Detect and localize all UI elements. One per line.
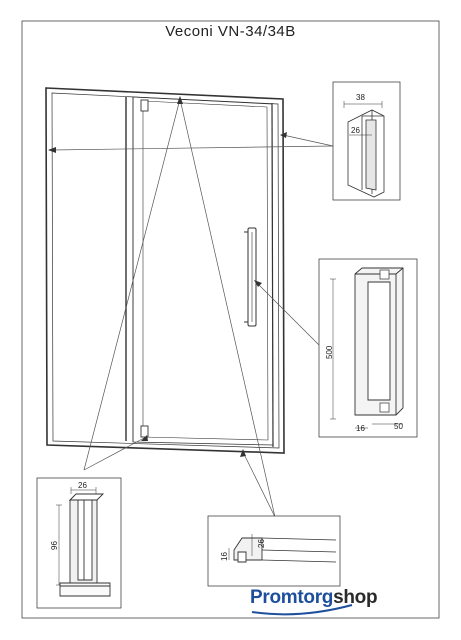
dim-handle-height: 500 [325,345,334,359]
dim-seal-depth: 16 [220,552,229,561]
detail-seal [207,515,341,587]
dim-handle-width: 50 [394,422,403,431]
dim-hinge-width: 26 [78,481,87,490]
dim-top-inner: 26 [351,126,360,135]
detail-profile-top [332,81,401,201]
hinge-top [140,99,149,112]
sheet-border [21,20,440,619]
detail-handle [318,258,418,438]
dim-hinge-height: 96 [50,541,59,550]
logo-swoosh [251,604,353,616]
brand-logo-part1: Promtorg [250,587,334,608]
callout-lines [51,98,334,518]
dim-handle-depth: 16 [356,424,365,433]
door-handle [244,227,257,327]
hinge-bottom [140,425,149,438]
detail-hinge [36,477,122,609]
dim-seal-height: 26 [257,539,266,548]
brand-logo: Promtorgshop [250,587,378,609]
dim-top-outer: 38 [356,93,365,102]
brand-logo-part2: shop [333,587,378,608]
callout-arrows [48,96,287,457]
door-drawing [45,87,285,454]
page-title: Veconi VN-34/34B [165,23,296,40]
